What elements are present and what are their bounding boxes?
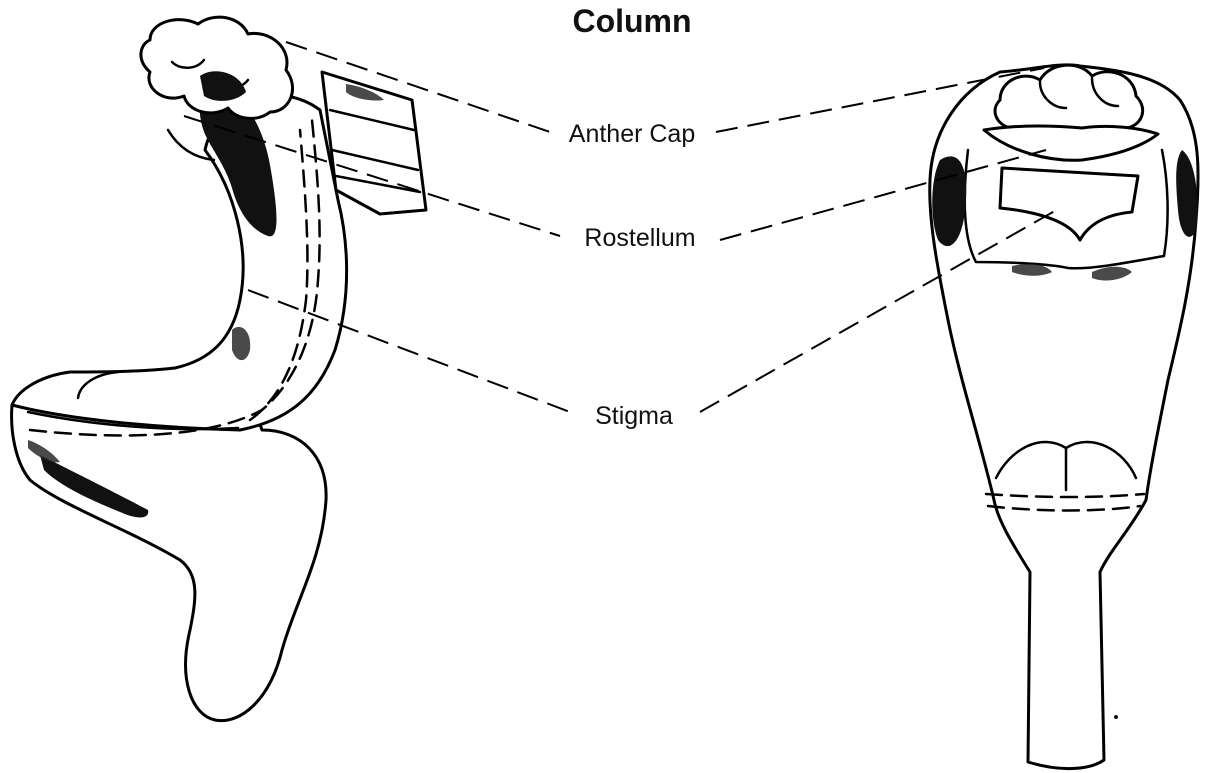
column-side-view xyxy=(12,17,426,720)
label-stigma: Stigma xyxy=(595,402,673,430)
diagram-title: Column xyxy=(572,3,691,39)
label-anther-cap: Anther Cap xyxy=(569,120,695,148)
label-rostellum: Rostellum xyxy=(584,224,695,252)
anther-cap-side xyxy=(141,17,293,118)
scan-dot xyxy=(1114,715,1118,719)
